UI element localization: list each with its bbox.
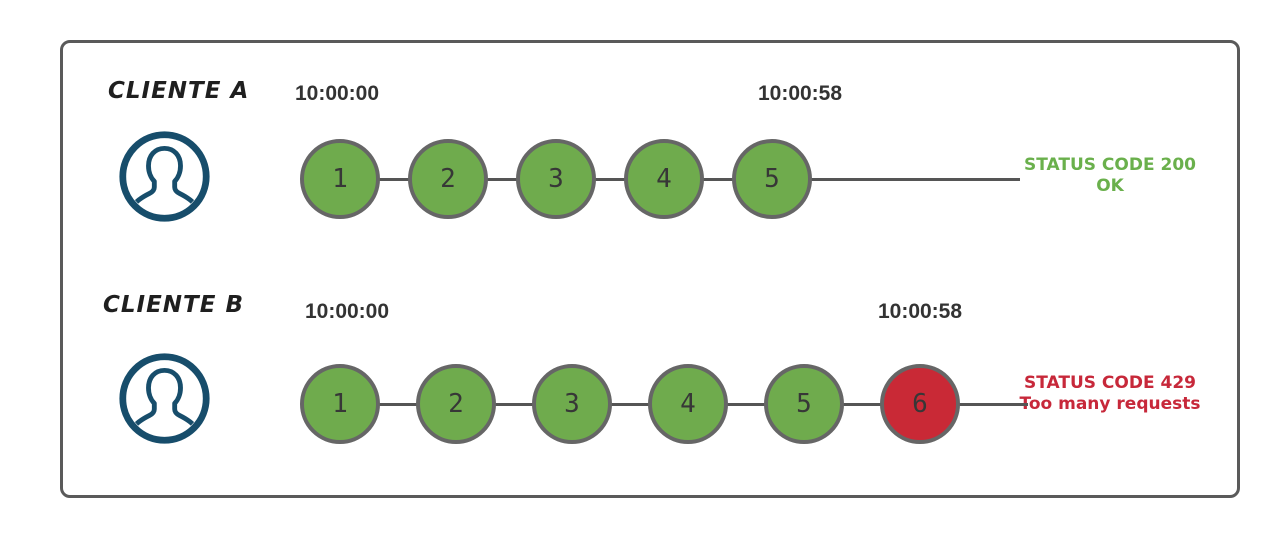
status-message-line: OK <box>1096 176 1124 196</box>
status-label-ok: STATUS CODE 200 OK <box>1010 155 1210 197</box>
diagram-frame <box>60 40 1240 498</box>
start-timestamp: 10:00:00 <box>294 82 380 105</box>
start-timestamp: 10:00:00 <box>304 300 390 323</box>
request-node: 5 <box>764 364 844 444</box>
end-timestamp: 10:00:58 <box>877 300 963 323</box>
request-node: 3 <box>516 139 596 219</box>
user-avatar-icon <box>119 353 210 444</box>
status-message-line: Too many requests <box>1019 394 1201 414</box>
request-node-blocked: 6 <box>880 364 960 444</box>
request-node: 4 <box>648 364 728 444</box>
end-timestamp: 10:00:58 <box>757 82 843 105</box>
status-code-line: STATUS CODE 429 <box>1024 373 1196 393</box>
client-a-label: CLIENTE A <box>108 78 250 104</box>
request-node: 3 <box>532 364 612 444</box>
request-node: 2 <box>416 364 496 444</box>
request-node: 1 <box>300 139 380 219</box>
request-node: 5 <box>732 139 812 219</box>
status-label-rate-limited: STATUS CODE 429 Too many requests <box>1010 373 1210 415</box>
request-node: 2 <box>408 139 488 219</box>
status-code-line: STATUS CODE 200 <box>1024 155 1196 175</box>
request-node: 4 <box>624 139 704 219</box>
user-avatar-icon <box>119 131 210 222</box>
client-b-label: CLIENTE B <box>103 292 244 318</box>
request-node: 1 <box>300 364 380 444</box>
